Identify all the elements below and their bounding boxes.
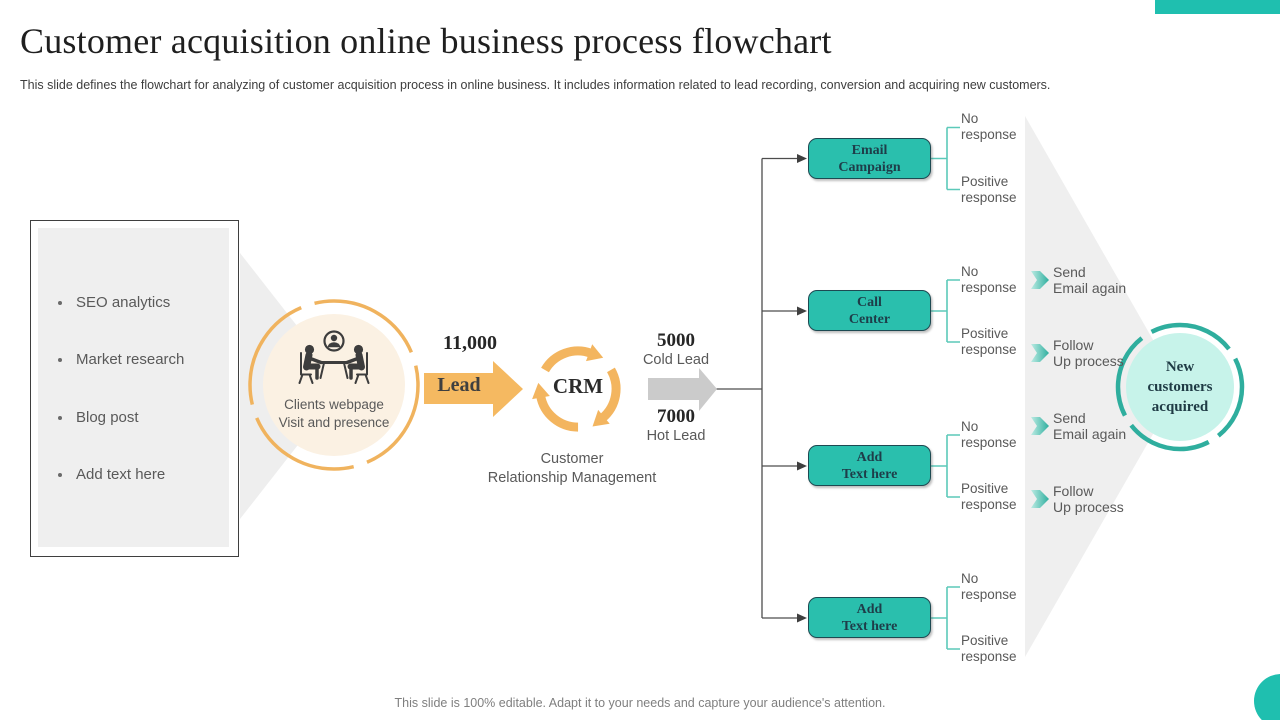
- bullet-icon: [58, 416, 62, 420]
- channel-label-line1: Email: [851, 142, 888, 158]
- response-label-no: No response: [961, 419, 1017, 450]
- list-item-label: Market research: [76, 351, 185, 368]
- outcome-arrow-icon: [1031, 271, 1049, 508]
- list-item-label: SEO analytics: [76, 294, 171, 311]
- outcome-label-send-email-2: Send Email again: [1053, 410, 1153, 442]
- cold-lead-label: Cold Lead: [642, 352, 710, 368]
- source-circle-ring: [248, 299, 420, 471]
- connector-lines: [714, 157, 797, 619]
- outcome-line1: Send: [1053, 264, 1086, 280]
- outcome-line1: Send: [1053, 410, 1086, 426]
- list-item: Market research: [58, 351, 218, 368]
- channel-label-line1: Add: [856, 449, 883, 465]
- result-line2: customers: [1147, 379, 1213, 395]
- bullet-icon: [58, 473, 62, 477]
- channel-box-call-center: Call Center: [808, 290, 931, 331]
- page-title: Customer acquisition online business pro…: [20, 21, 832, 61]
- source-list-panel-fill: [38, 228, 229, 547]
- channel-label-line2: Campaign: [838, 159, 901, 175]
- accent-bar-top: [1155, 0, 1280, 14]
- meeting-icon: [298, 330, 370, 384]
- list-item: SEO analytics: [58, 294, 218, 311]
- bullet-icon: [58, 358, 62, 362]
- cycle-arrows-icon: [532, 344, 621, 432]
- list-item: Blog post: [58, 409, 218, 426]
- response-label-positive: Positive response: [961, 633, 1017, 664]
- channel-label-line2: Text here: [841, 618, 898, 634]
- connector-arrowhead-icon: [797, 154, 807, 623]
- hot-lead-count: 7000: [657, 406, 695, 427]
- result-circle-ring: [1115, 322, 1245, 452]
- source-line2: Visit and presence: [278, 415, 390, 430]
- crm-caption-line2: Relationship Management: [487, 470, 657, 486]
- channel-box-email-campaign: Email Campaign: [808, 138, 931, 179]
- channel-box-add-text-2: Add Text here: [808, 597, 931, 638]
- result-circle-label: New customers acquired: [1125, 357, 1235, 417]
- channel-label-line2: Text here: [841, 466, 898, 482]
- lead-arrow-label: Lead: [437, 374, 481, 396]
- result-circle-fill: [1126, 333, 1234, 441]
- outcome-line1: Follow: [1053, 337, 1094, 353]
- crm-label: CRM: [552, 374, 604, 398]
- bullet-icon: [58, 301, 62, 305]
- list-item: Add text here: [58, 466, 218, 483]
- crm-caption-line1: Customer: [540, 451, 604, 467]
- lead-arrow-icon: [424, 361, 523, 417]
- crm-caption: Customer Relationship Management: [472, 450, 672, 488]
- outcome-label-send-email-1: Send Email again: [1053, 264, 1153, 296]
- right-backdrop-triangle: [1025, 116, 1180, 657]
- response-label-no: No response: [961, 111, 1017, 142]
- lead-count: 11,000: [443, 332, 497, 354]
- outcome-label-follow-up-2: Follow Up process: [1053, 483, 1153, 515]
- outcome-line2: Up process: [1053, 499, 1124, 515]
- channel-label-line2: Center: [848, 311, 891, 327]
- list-item-label: Blog post: [76, 409, 139, 426]
- channel-label-line1: Add: [856, 601, 883, 617]
- source-circle-label: Clients webpage Visit and presence: [254, 396, 414, 432]
- outcome-line2: Email again: [1053, 426, 1127, 442]
- response-label-no: No response: [961, 571, 1017, 602]
- list-item-label: Add text here: [76, 466, 166, 483]
- channel-box-add-text-1: Add Text here: [808, 445, 931, 486]
- response-label-positive: Positive response: [961, 481, 1017, 512]
- source-line1: Clients webpage: [284, 397, 384, 412]
- response-label-positive: Positive response: [961, 326, 1017, 357]
- channel-label-line1: Call: [857, 294, 882, 310]
- response-label-positive: Positive response: [961, 174, 1017, 205]
- result-line1: New: [1165, 359, 1195, 375]
- source-circle-fill: [263, 314, 405, 456]
- flow-arrow-icon: [648, 368, 717, 411]
- outcome-line2: Up process: [1053, 353, 1124, 369]
- outcome-line1: Follow: [1053, 483, 1094, 499]
- outcome-line2: Email again: [1053, 280, 1127, 296]
- footer-note: This slide is 100% editable. Adapt it to…: [394, 696, 886, 710]
- hot-lead-label: Hot Lead: [646, 428, 706, 444]
- response-bracket-lines: [931, 126, 960, 650]
- response-label-no: No response: [961, 264, 1017, 295]
- page-subtitle: This slide defines the flowchart for ana…: [20, 78, 1051, 92]
- cold-lead-count: 5000: [657, 330, 695, 351]
- outcome-label-follow-up-1: Follow Up process: [1053, 337, 1153, 369]
- result-line3: acquired: [1151, 399, 1209, 415]
